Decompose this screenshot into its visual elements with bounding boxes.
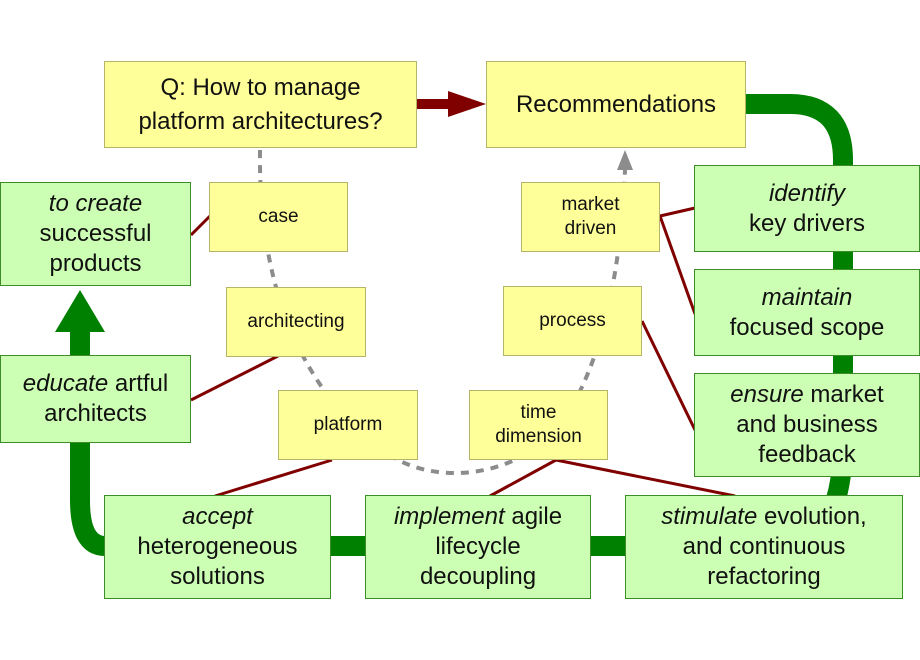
connector-case-create [189, 214, 212, 237]
keyword-architecting-label: architecting [247, 311, 345, 333]
goal-stimulate-line-1: stimulate evolution, [661, 502, 866, 532]
goal-ensure-rest: market [803, 381, 884, 408]
connector-process-ensure [640, 320, 697, 431]
keyword-market-line-1: market [561, 194, 620, 216]
goal-educate: educate artful architects [0, 355, 191, 443]
goal-ensure-line-2: and business [736, 411, 878, 438]
keyword-platform: platform [278, 390, 418, 460]
goal-educate-line-2: architects [44, 400, 147, 427]
connector-market-maintain [658, 215, 697, 315]
connector-time-stimulate [555, 458, 736, 498]
goal-maintain-line-1: focused scope [729, 313, 885, 341]
goal-implement: implement agile lifecycle decoupling [365, 495, 591, 599]
question-line-1: Q: How to manage [160, 73, 361, 101]
goal-accept-verb: accept [182, 503, 253, 530]
keyword-market-driven: market driven [521, 182, 660, 252]
goal-ensure: ensure market and business feedback [694, 373, 920, 477]
goal-implement-line-1: implement agile [394, 502, 562, 532]
keyword-architecting: architecting [226, 287, 366, 357]
keyword-time-dimension: time dimension [469, 390, 608, 460]
goal-stimulate-verb: stimulate [661, 503, 758, 530]
goal-accept: accept heterogeneous solutions [104, 495, 331, 599]
goal-stimulate-line-3: refactoring [707, 563, 821, 590]
goal-maintain-verb: maintain [761, 283, 853, 311]
goal-implement-verb: implement [393, 503, 505, 530]
keyword-process: process [503, 286, 642, 356]
goal-ensure-line-3: feedback [758, 441, 856, 468]
question-box: Q: How to manage platform architectures? [104, 61, 417, 148]
goal-educate-line-1: educate artful [23, 369, 168, 399]
goal-stimulate: stimulate evolution, and continuous refa… [625, 495, 903, 599]
goal-stimulate-line-2: and continuous [682, 533, 846, 560]
goal-create-line-2: products [49, 250, 142, 277]
goal-educate-rest: artful [108, 370, 169, 397]
goal-create-line-1: successful [39, 220, 152, 247]
connector-architecting-educate [190, 354, 279, 402]
goal-identify-verb: identify [768, 179, 846, 207]
keyword-case: case [209, 182, 348, 252]
connector-time-implement [489, 458, 557, 498]
keyword-time-line-2: dimension [495, 426, 582, 447]
goal-implement-line-2: lifecycle [435, 533, 521, 560]
goal-identify: identify key drivers [694, 165, 920, 252]
goal-stimulate-rest: evolution, [757, 503, 867, 530]
goal-accept-line-2: solutions [170, 563, 265, 590]
recommendations-label: Recommendations [515, 90, 717, 118]
goal-identify-line-1: key drivers [748, 209, 866, 237]
goal-ensure-line-1: ensure market [730, 380, 883, 410]
keyword-time-line-1: time [520, 402, 557, 424]
keyword-process-label: process [539, 310, 606, 332]
goal-create: to create successful products [0, 182, 191, 286]
keyword-case-label: case [258, 206, 299, 228]
keyword-platform-label: platform [313, 414, 383, 436]
goal-implement-rest: agile [504, 503, 563, 530]
recommendations-box: Recommendations [486, 61, 746, 148]
goal-ensure-verb: ensure [730, 381, 804, 408]
cycle-arrow-head [55, 290, 105, 332]
dashed-path-arrowhead [617, 150, 633, 170]
cycle-arrow-left [70, 330, 107, 556]
goal-educate-verb: educate [22, 370, 109, 397]
question-to-recommendations-arrowhead [448, 91, 486, 117]
connector-platform-accept [214, 458, 333, 498]
goal-implement-line-3: decoupling [419, 563, 537, 590]
goal-create-verb: to create [48, 190, 143, 217]
goal-accept-line-1: heterogeneous [137, 533, 298, 560]
keyword-market-line-2: driven [564, 218, 617, 239]
question-line-2: platform architectures? [138, 107, 383, 135]
connector-market-identify [659, 206, 696, 218]
goal-maintain: maintain focused scope [694, 269, 920, 356]
